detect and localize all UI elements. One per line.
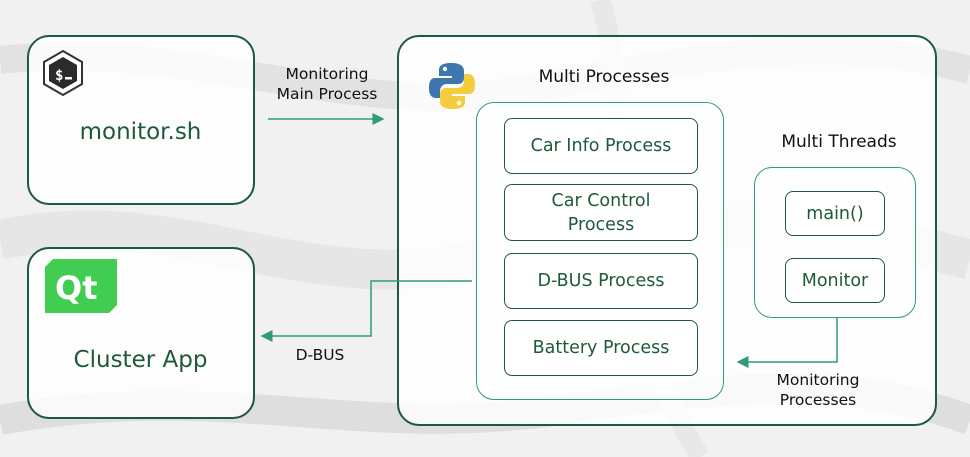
car-control-process-label: Car Control Process bbox=[551, 190, 651, 235]
dbus-arrow-label: D-BUS bbox=[295, 346, 345, 364]
python-logo-icon bbox=[429, 63, 475, 109]
battery-process: Battery Process bbox=[504, 320, 698, 376]
svg-text:Qt: Qt bbox=[55, 269, 98, 307]
dbus-process: D-BUS Process bbox=[504, 253, 698, 309]
multi-processes-title: Multi Processes bbox=[538, 67, 670, 87]
main-thread: main() bbox=[785, 191, 885, 236]
bash-terminal-icon: $ bbox=[43, 49, 83, 97]
monitoring-main-process-label: Monitoring Main Process bbox=[276, 65, 378, 103]
monitor-thread: Monitor bbox=[785, 258, 885, 303]
car-control-process: Car Control Process bbox=[504, 184, 698, 241]
svg-text:$: $ bbox=[55, 68, 63, 84]
car-info-process-label: Car Info Process bbox=[530, 136, 672, 156]
monitor-sh-box: $ monitor.sh bbox=[27, 35, 255, 205]
car-info-process: Car Info Process bbox=[504, 118, 698, 174]
main-thread-label: main() bbox=[806, 203, 864, 224]
qt-logo-icon: Qt bbox=[45, 259, 117, 313]
cluster-app-box: Qt Cluster App bbox=[27, 247, 255, 419]
dbus-process-label: D-BUS Process bbox=[537, 271, 665, 291]
monitor-thread-label: Monitor bbox=[801, 270, 869, 291]
multi-threads-title: Multi Threads bbox=[781, 132, 897, 152]
cluster-app-title: Cluster App bbox=[73, 347, 208, 373]
monitoring-processes-label: Monitoring Processes bbox=[776, 371, 860, 409]
monitor-sh-title: monitor.sh bbox=[79, 119, 202, 145]
battery-process-label: Battery Process bbox=[532, 338, 670, 358]
